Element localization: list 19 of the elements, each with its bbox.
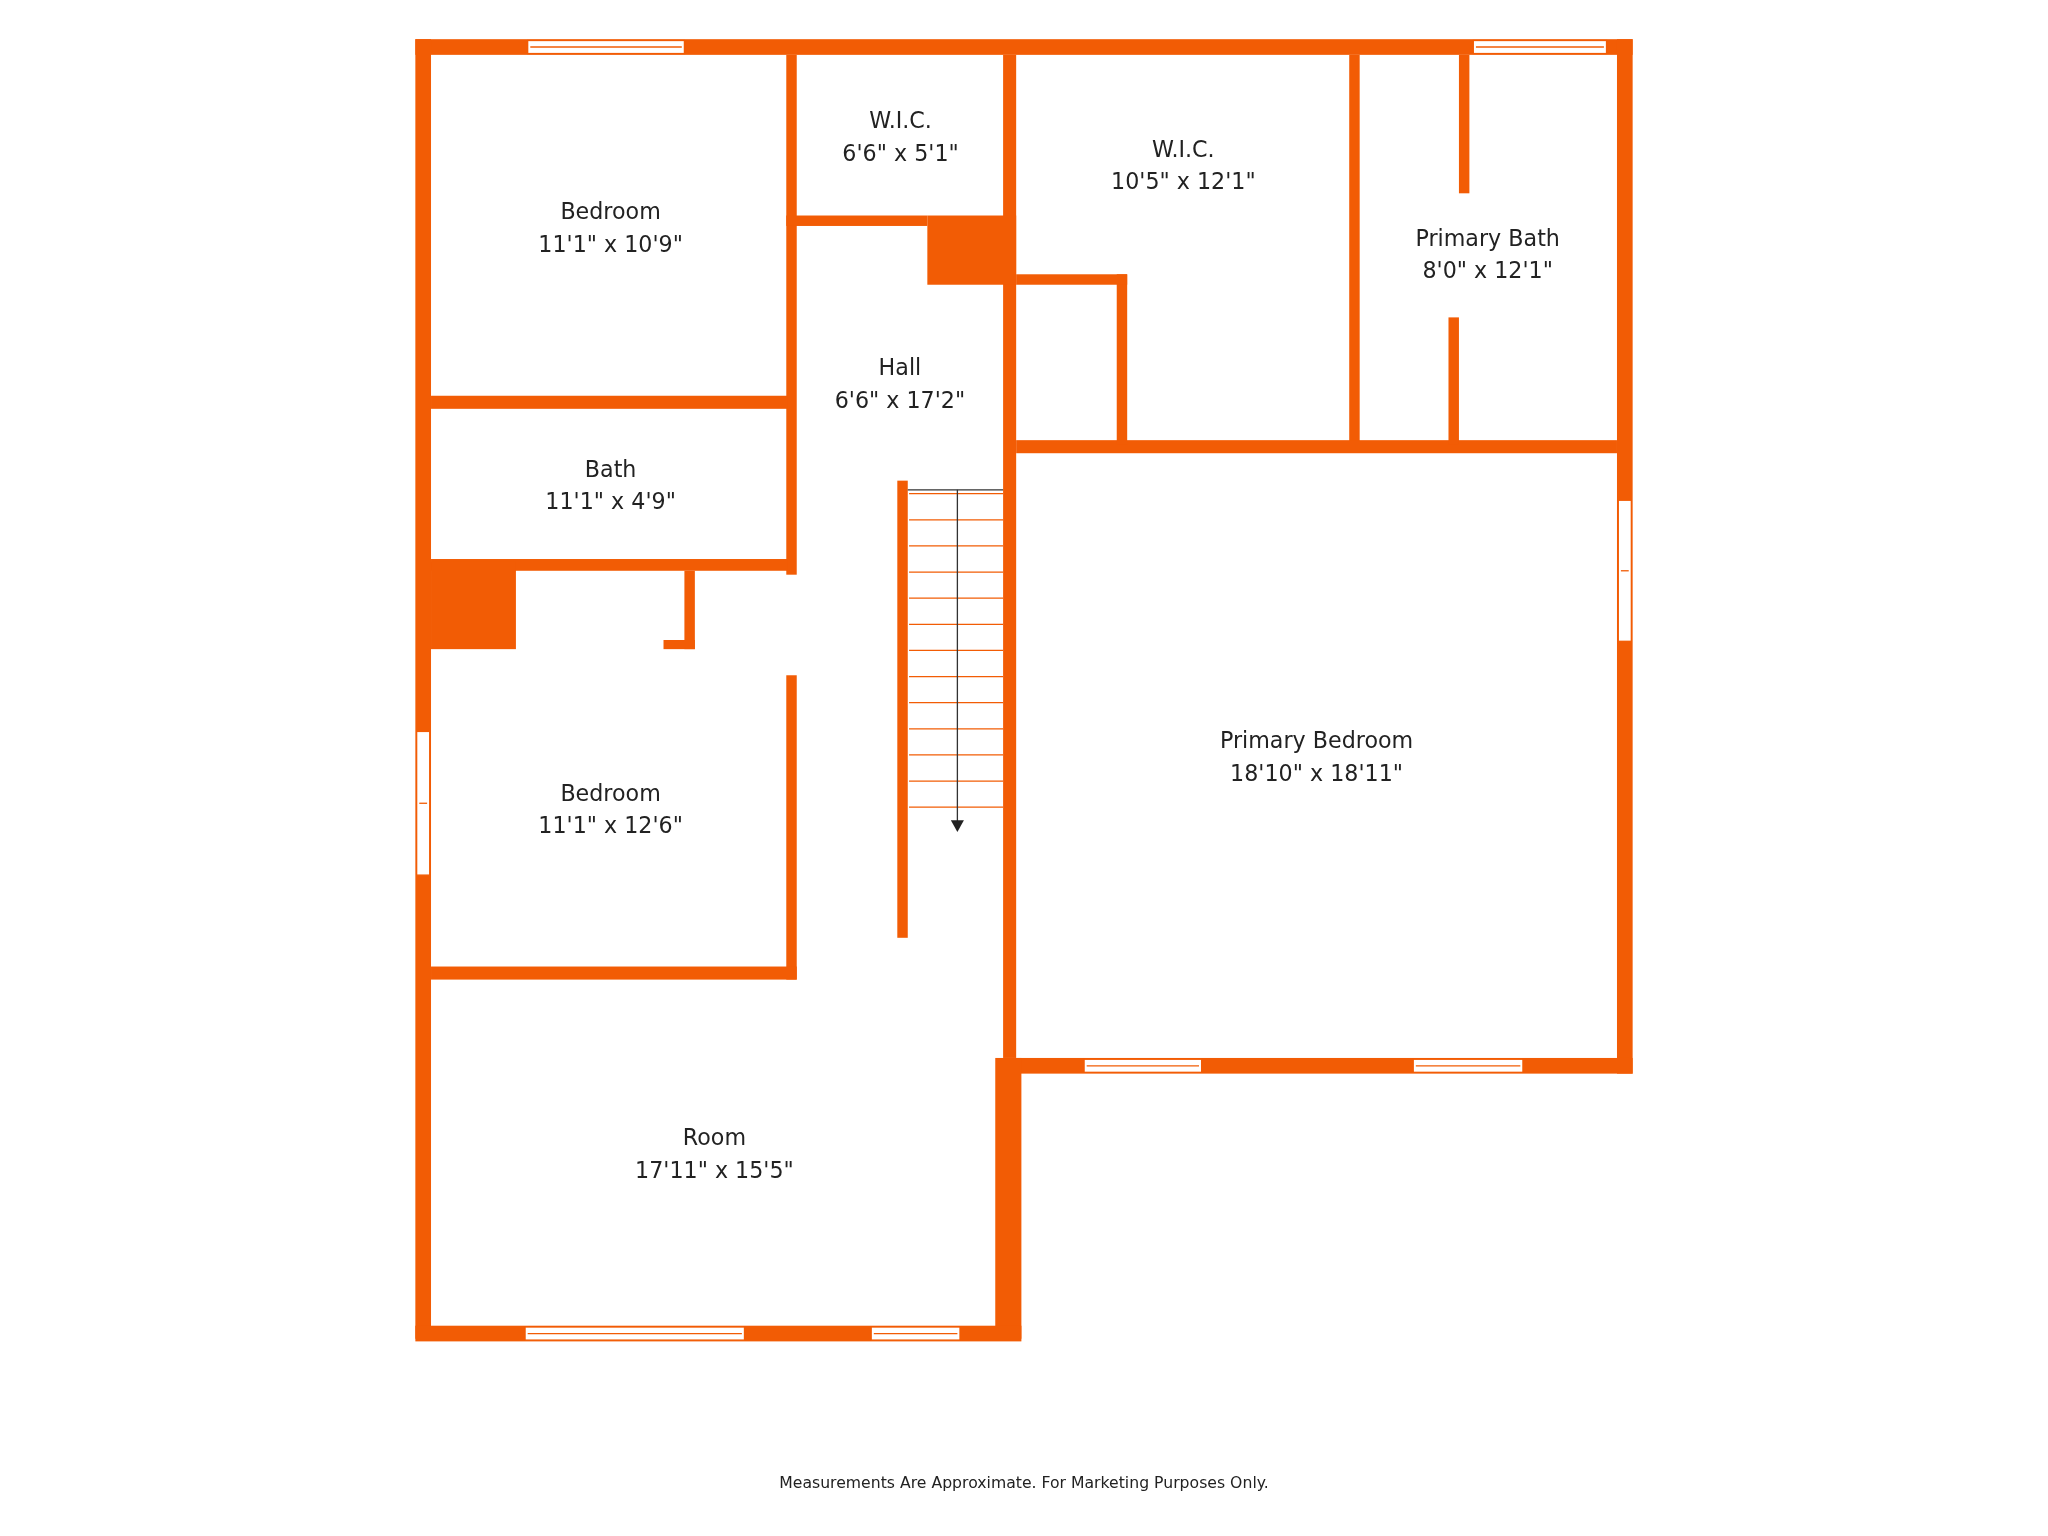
room-name: Primary Bath	[1415, 223, 1560, 253]
room-name: W.I.C.	[869, 106, 932, 136]
room-name: Room	[682, 1123, 747, 1153]
room-dimensions: 6'6" x 5'1"	[842, 138, 959, 168]
room-dimensions: 10'5" x 12'1"	[1111, 167, 1256, 197]
room-dimensions: 11'1" x 4'9"	[545, 487, 676, 517]
room-dimensions: 11'1" x 12'6"	[538, 811, 683, 841]
room-dimensions: 11'1" x 10'9"	[538, 229, 683, 259]
room-name: Primary Bedroom	[1219, 725, 1414, 755]
room-dimensions: 18'10" x 18'11"	[1230, 758, 1403, 788]
room-name: W.I.C.	[1152, 134, 1215, 164]
room-name: Bedroom	[560, 778, 661, 808]
room-name: Hall	[878, 352, 922, 383]
disclaimer-note: Measurements Are Approximate. For Marketing Purposes Only.	[779, 1473, 1269, 1492]
room-dimensions: 6'6" x 17'2"	[834, 385, 966, 415]
room-dimensions: 8'0" x 12'1"	[1422, 256, 1553, 286]
room-dimensions: 17'11" x 15'5"	[635, 1156, 794, 1186]
room-name: Bath	[584, 454, 637, 484]
room-name: Bedroom	[560, 196, 661, 226]
